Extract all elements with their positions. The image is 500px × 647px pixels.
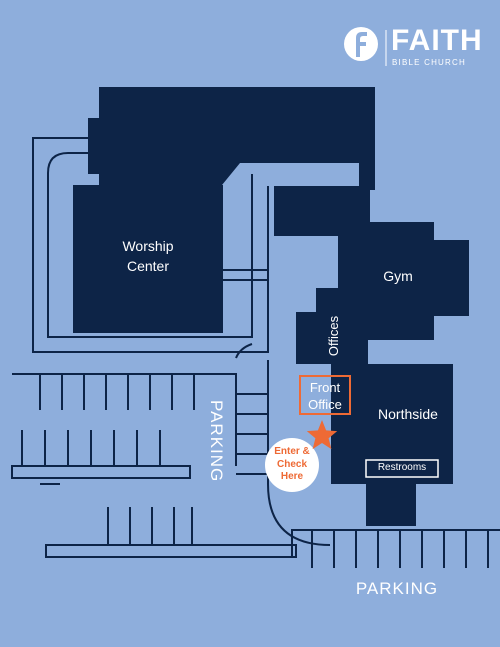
worship-center-building <box>73 87 375 333</box>
gym-label: Gym <box>383 268 413 284</box>
front-office-label: Front Office <box>308 380 342 412</box>
gym-offices-northside-building <box>274 186 469 526</box>
restrooms-outline <box>365 459 439 478</box>
parking-west-right-curb <box>267 360 331 546</box>
faith-f-circle-icon <box>344 27 378 61</box>
entry-callout-circle <box>265 438 319 492</box>
inner-drive-line <box>47 152 253 338</box>
parking-south-median <box>45 544 297 558</box>
parking-south-label: PARKING <box>355 579 439 598</box>
outer-drive-line <box>32 137 269 353</box>
star-icon <box>306 420 338 450</box>
logo-name: FAITH <box>391 24 483 57</box>
logo-tagline: BIBLE CHURCH <box>392 58 466 67</box>
parking-west-label: PARKING <box>207 400 226 483</box>
entry-callout-label: Enter & Check Here <box>274 446 310 482</box>
restrooms-label: Restrooms <box>377 462 427 473</box>
offices-label: Offices <box>326 315 341 357</box>
road-and-parking-lines <box>11 137 500 568</box>
northside-label: Northside <box>378 406 438 422</box>
parking-west-median <box>11 465 191 479</box>
parking-west-upper-border <box>12 373 237 466</box>
front-office-outline <box>299 375 351 415</box>
drive-curve <box>235 343 253 359</box>
parking-south-border <box>291 529 500 557</box>
worship-center-label: Worship Center <box>122 238 174 274</box>
